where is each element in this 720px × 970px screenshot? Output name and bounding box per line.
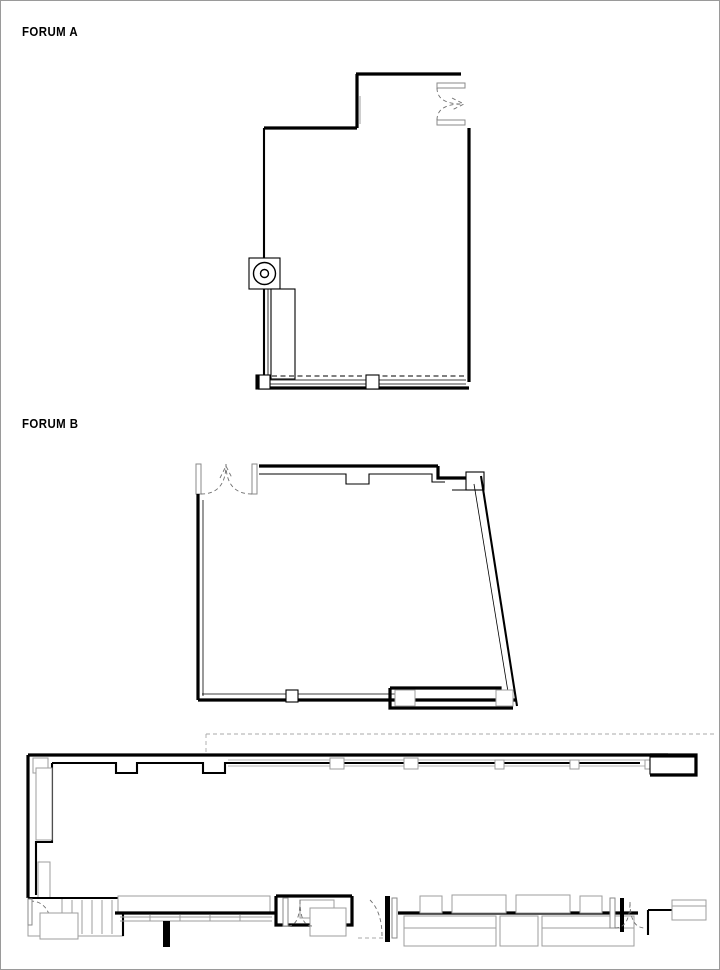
door-swing-se-b [629,901,646,929]
fixture-box-center [309,907,347,937]
plan-title-forum-b: FORUM B [22,416,79,431]
door-swing-arc-lower [436,103,463,121]
end-box-east [649,756,696,775]
door-south-center-double [282,897,313,927]
millwork-west-upper [35,767,53,841]
mullion-marker-4 [569,759,580,770]
base-cabinet-left [403,915,497,947]
millwork-west-lower [37,861,51,901]
stair-door-leaf [27,898,33,926]
door-swing-tip-nw [219,464,233,479]
wall-east-angled-inner [473,483,511,705]
post-south-b-1 [285,689,299,703]
alcove-southeast-b [388,686,514,710]
fixture-east-end [646,899,707,935]
corridor-geometry [26,733,716,947]
casework-bank-southeast [398,894,638,947]
door-southeast [609,897,646,932]
door-swing-arc-right [225,463,253,495]
upper-cabinet-4 [579,895,603,914]
door-swing-arc-left [200,463,227,495]
mullion-marker-1 [329,757,345,770]
alcove-post-left [394,689,416,707]
door-swing-sc-left [287,899,301,927]
mullion-marker-2 [403,757,419,770]
alcove-outline [388,688,513,710]
alcove-post-right [495,689,514,707]
plan-title-forum-a: FORUM A [22,24,79,39]
forum-b-geometry [195,463,519,710]
door-casework-west-double [358,896,398,942]
upper-cabinet-3 [515,894,571,914]
door-leaf-se-left [609,897,616,929]
door-leaf-right [251,463,258,495]
upper-cabinet-1 [419,895,443,914]
door-swing-tip [451,97,466,111]
fixture-east-box [671,899,707,921]
counter-top-back [117,895,271,915]
door-leaf-casework [391,897,398,939]
door-jamb-casework [385,896,390,942]
post-south-center [365,374,380,390]
base-cabinet-right [541,915,635,947]
mullion-marker-3 [494,759,505,770]
forum-a-geometry [248,72,471,390]
door-swing-casework [369,899,383,937]
door-swing-sc-right [299,899,313,927]
wall-north-b-inner [259,473,445,485]
wall-north-b-jog [436,466,468,480]
stair-door-swing [29,900,53,935]
door-leaf-lower [436,119,466,126]
end-box-east-frame [650,753,698,777]
wall-north-inner-corridor [52,761,640,775]
cabinet-southwest [39,912,79,940]
column-circle-inner [259,268,270,279]
wall-east-angled-outer [479,475,519,707]
counter-support-column [163,921,170,947]
door-east-double [436,82,466,126]
base-cabinet-center [499,915,539,947]
door-leaf-upper [436,82,466,89]
door-northwest-double [195,463,258,495]
upper-cabinet-2 [451,894,507,914]
door-leaf-sc-left [282,897,289,927]
door-jamb-se [620,898,624,932]
service-counter-center [115,895,276,947]
millwork-panel-west [270,288,296,380]
column-marker-west [248,257,281,290]
